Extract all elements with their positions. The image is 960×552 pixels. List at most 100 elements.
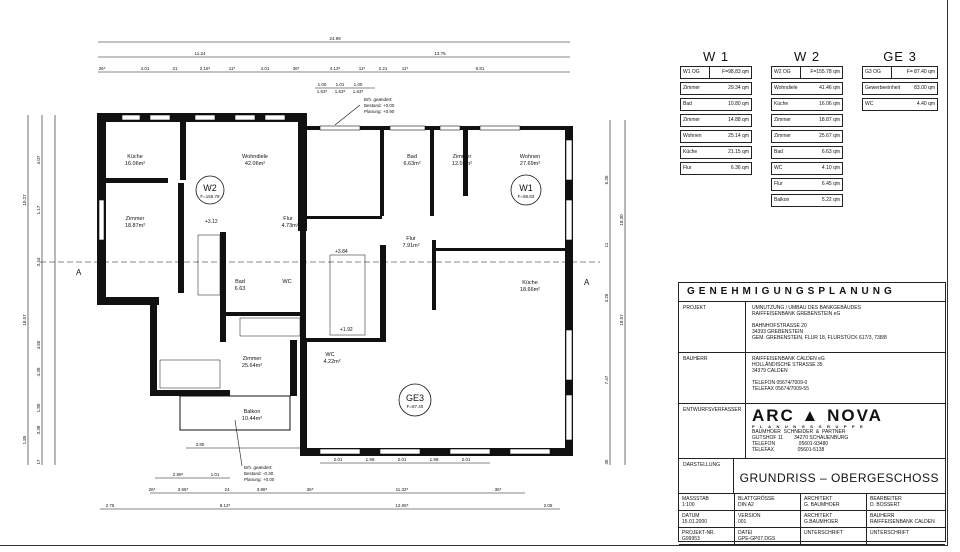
cell-value: 1:100 — [682, 502, 695, 508]
dimension-label: 24 — [224, 487, 230, 492]
cell-label: VERSION — [738, 513, 761, 519]
dimension-label: 12.06⁵ — [395, 503, 408, 508]
bauherr-line: HOLLÄNDISCHE STRASSE 35 — [752, 362, 823, 368]
projekt-line: UMNUTZUNG / UMBAU DES BANKGEBÄUDES — [752, 305, 861, 311]
table-title: GE 3 — [883, 49, 917, 64]
dimension-label: 2.01 — [398, 457, 407, 462]
cell-label: UNTERSCHRIFT — [804, 530, 843, 536]
dimension-label: 26⁵ — [99, 66, 106, 71]
cell-value: DIN A2 — [738, 502, 754, 508]
dimension-label: 36⁵ — [495, 487, 502, 492]
dimension-label: 6.81 — [476, 66, 485, 71]
dimension-label: 26⁵ — [149, 487, 156, 492]
dimension-label: 36 — [604, 459, 609, 465]
room-label: Zimmer — [126, 216, 145, 222]
room-name: Wohndiele — [774, 85, 798, 91]
room-area: 41.46 qm — [819, 85, 840, 91]
cell-label: BLATTGRÖSSE — [738, 496, 775, 502]
room-area: 6.45 qm — [821, 181, 840, 187]
title-block-cell: UNTERSCHRIFT — [801, 528, 867, 545]
cell-value: GPE-GP07.DGS — [738, 536, 776, 542]
room-label: Wohnen — [520, 154, 540, 160]
entwurf-line: GUTSHOF 11 34270 SCHAUENBURG — [752, 435, 849, 441]
dimension-label: 4.01 — [261, 66, 270, 71]
cell-label: DATEI — [738, 530, 753, 536]
room-label: Küche — [127, 154, 143, 160]
cell-value: D. BOSSERT — [870, 502, 901, 508]
table-row: Wohnen 25.14 qm — [680, 130, 752, 143]
room-label: Balkon — [244, 409, 261, 415]
entwurf-line: BAUMHOER SCHNEIDER & PARTNER — [752, 429, 846, 435]
room-name: Flur — [683, 165, 692, 171]
room-area: 18.87 qm — [819, 117, 840, 123]
title-block-cell: PROJEKT-NR.G99953 — [679, 528, 735, 545]
room-area: 18.87m² — [125, 223, 145, 229]
note: Bestand: +0.00 — [364, 103, 395, 108]
dimension-label: 2.01 — [334, 457, 343, 462]
dimension-label: 1.99 — [366, 457, 375, 462]
room-area: 5.22 qm — [821, 197, 840, 203]
room-area: 6.63 qm — [821, 149, 840, 155]
dimension-label: 1.80 — [36, 403, 41, 412]
room-area: 6.63 — [235, 286, 246, 292]
room-area: 4.10 qm — [821, 165, 840, 171]
cell: F=98,83 qm — [722, 69, 749, 75]
dimension-label: 21 — [172, 66, 178, 71]
dimension-label: 11⁵ — [359, 66, 366, 71]
cell-label: ARCHITEKT — [804, 513, 833, 519]
room-label: Zimmer — [243, 356, 262, 362]
dimension-label: 4.13⁵ — [330, 66, 341, 71]
room-name: Zimmer — [774, 133, 791, 139]
cell-value — [870, 536, 942, 542]
room-name: Bad — [774, 149, 783, 155]
dimension-label: 24.99 — [329, 36, 341, 41]
level-label: +3.12 — [205, 219, 218, 225]
dimension-label: 11⁵ — [229, 66, 236, 71]
dimension-label: 7.47 — [604, 375, 609, 384]
dimension-label: 6.30 — [604, 175, 609, 184]
room-area: 25.14 qm — [728, 133, 749, 139]
cell: W1 OG — [681, 67, 710, 78]
room-name: Küche — [683, 149, 698, 155]
room-area: 21.15 qm — [728, 149, 749, 155]
room-area: 6.36 qm — [730, 165, 749, 171]
room-name: Zimmer — [774, 117, 791, 123]
arc-nova-logo: ARC ▲ NOVA — [752, 406, 883, 425]
room-area: 25.64m² — [242, 363, 262, 369]
room-name: Wohnen — [683, 133, 702, 139]
room-area: 10.44m² — [242, 416, 262, 422]
dimension-label: 4.30 — [36, 367, 41, 376]
cell-value: G.BAUMHOER — [804, 519, 839, 525]
projekt-label: PROJEKT — [679, 302, 746, 352]
entwurf-label: ENTWURFSVERFASSER — [679, 404, 746, 458]
cell-value: G99953 — [682, 536, 700, 542]
bauherr-label: BAUHERR — [679, 353, 746, 403]
dimension-label: 11⁵ — [402, 66, 409, 71]
dimension-label: 2.05 — [544, 503, 553, 508]
cell-value: RAIFFEISENBANK CALDEN — [870, 519, 935, 525]
room-area: 10.80 qm — [728, 101, 749, 107]
dimension-label: 13.75 — [434, 51, 446, 56]
dimension-label: 1.00 — [354, 82, 363, 87]
cell: W2 OG — [772, 67, 801, 78]
table-header-row: W1 OG F=98,83 qm — [680, 66, 752, 79]
room-name: Zimmer — [683, 85, 700, 91]
